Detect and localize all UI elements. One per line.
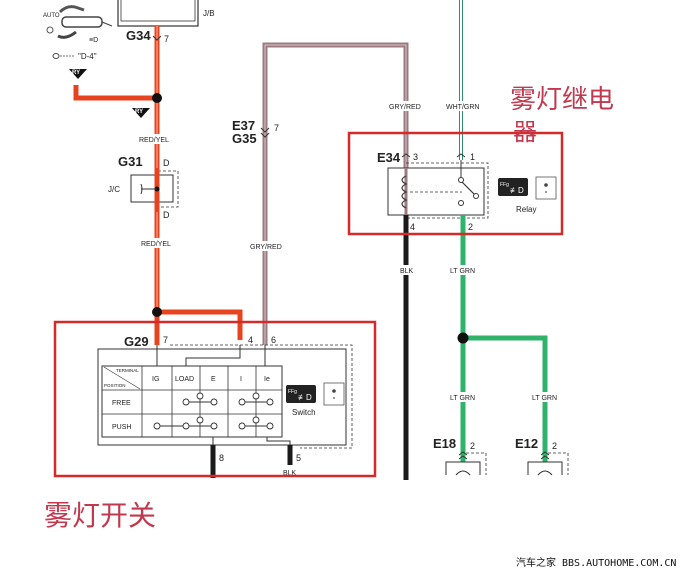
row-free: FREE [112, 400, 131, 407]
wire-label-blk-switch: BLK [283, 470, 297, 477]
fog-lamp-icon: ≢D [510, 186, 524, 195]
col-e: E [211, 376, 216, 383]
col-load: LOAD [175, 376, 194, 383]
g31-pin-top: D [163, 158, 170, 168]
e18-connector-label: E18 [433, 436, 456, 451]
switch-caption: Switch [292, 408, 316, 417]
wire-label-red-yel-1: RED/YEL [139, 137, 169, 144]
jb-label: J/B [203, 9, 215, 18]
wire-label-lt-grn-2: LT GRN [450, 395, 475, 402]
relay-pin-3: 3 [413, 152, 418, 162]
wire-label-red-yel-2: RED/YEL [141, 241, 171, 248]
wire-red-yel [73, 26, 243, 345]
fog-lamp-symbol: FFg [500, 182, 509, 188]
g34-connector-label: G34 [126, 28, 151, 43]
relay-caption: Relay [516, 205, 536, 214]
e12-connector-label: E12 [515, 436, 538, 451]
auto-symbol: AUTO [43, 13, 60, 19]
relay-e34: E34 3 1 FFg ≢D Relay 4 2 [377, 150, 557, 232]
col-i: I [240, 376, 242, 383]
switch-fog-icon: ≢D [298, 393, 312, 402]
row-push: PUSH [112, 424, 131, 431]
relay-pin-1: 1 [470, 152, 475, 162]
wire-gry-red [260, 42, 409, 345]
ry-badge-1: RY [72, 70, 80, 76]
g31-pin-bottom: D [163, 210, 170, 220]
switch-highlight-box [53, 320, 377, 478]
e34-connector-label: E34 [377, 150, 401, 165]
col-ie: Ie [264, 376, 270, 383]
junction-block: J/B G34 7 [117, 0, 215, 44]
fog-switch-g29: G29 7 4 6 TERMINAL POSITION IG LOAD E I … [97, 334, 353, 478]
relay-annotation-line2: 器 [513, 118, 537, 146]
switch-pin-5: 5 [296, 453, 301, 463]
g34-pin: 7 [164, 34, 169, 44]
wire-label-gry-red-1: GRY/RED [389, 104, 421, 111]
e18-pin: 2 [470, 441, 475, 451]
watermark: 汽车之家 BBS.AUTOHOME.COM.CN [516, 556, 676, 569]
table-corner-terminal: TERMINAL [116, 368, 139, 373]
switch-pin-6: 6 [271, 335, 276, 345]
g29-connector-label: G29 [124, 334, 149, 349]
wire-label-gry-red-2: GRY/RED [250, 244, 282, 251]
combination-switch-icon: ≡D AUTO "D-4" RY RY [43, 5, 150, 118]
junction-connector-g31: G31 D J/C D [108, 154, 179, 220]
g31-connector-label: G31 [118, 154, 143, 169]
table-corner-position: POSITION [104, 383, 126, 388]
wire-label-lt-grn-3: LT GRN [532, 395, 557, 402]
e37-connector-label: E37 [232, 118, 255, 133]
switch-fog-symbol: FFg [288, 389, 297, 395]
fog-lamp-e12: E12 2 [515, 436, 569, 476]
relay-pin-4: 4 [410, 222, 415, 232]
switch-pin-7: 7 [163, 335, 168, 345]
mode-label: "D-4" [78, 52, 97, 61]
wire-label-lt-grn-1: LT GRN [450, 268, 475, 275]
relay-pin-2: 2 [468, 222, 473, 232]
e37-pin: 7 [274, 123, 279, 133]
fog-lamp-e18: E18 2 [433, 436, 487, 476]
switch-pin-8: 8 [219, 453, 224, 463]
switch-annotation: 雾灯开关 [44, 499, 156, 532]
relay-highlight-box [347, 131, 564, 236]
switch-pin-4: 4 [248, 335, 253, 345]
wire-lt-grn [457, 215, 548, 462]
jc-label: J/C [108, 185, 120, 194]
wire-label-wht-grn: WHT/GRN [446, 104, 479, 111]
ry-badge-2: RY [135, 109, 143, 115]
g35-connector-label: G35 [232, 131, 257, 146]
wire-label-blk-relay: BLK [400, 268, 414, 275]
e12-pin: 2 [552, 441, 557, 451]
relay-annotation-line1: 雾灯继电 [510, 85, 614, 115]
col-ig: IG [152, 376, 159, 383]
headlight-symbol: ≡D [89, 37, 98, 44]
